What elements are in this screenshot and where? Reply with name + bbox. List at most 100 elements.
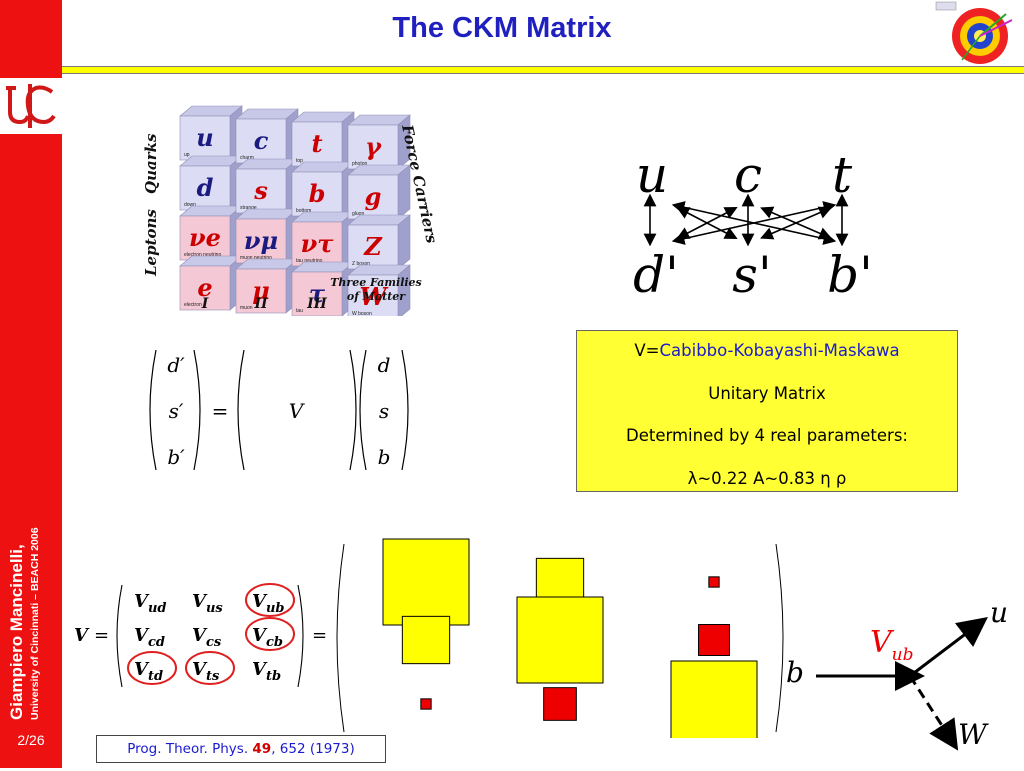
ref-journal: Prog. Theor. Phys.	[127, 741, 253, 757]
particle-name: bottom	[296, 208, 311, 214]
mixing-bottom-b: b'	[827, 246, 873, 304]
ckm-element-label: Vcs	[192, 625, 222, 650]
quarks-label: Quarks	[142, 133, 160, 194]
particle-name: muon neutrino	[240, 255, 272, 261]
info-line-definition: V=Cabibbo-Kobayashi-Maskawa	[577, 340, 957, 361]
particle-symbol: μ	[252, 276, 270, 305]
rhs-b: b	[378, 445, 391, 469]
lhs-b-prime: b′	[167, 445, 185, 469]
ckm-element: Vts	[185, 651, 235, 685]
mixing-bottom-d: d'	[633, 246, 679, 304]
author-name: Giampiero Mancinelli,	[7, 544, 26, 720]
particle-symbol: t	[311, 129, 322, 158]
families-label-2: of Matter	[347, 290, 406, 303]
particle-symbol: e	[197, 273, 212, 302]
matrix-v: V	[289, 399, 306, 423]
rhs-d: d	[378, 353, 391, 377]
highlight-circle	[245, 617, 295, 651]
magnitude-box	[516, 596, 604, 684]
particle-name: top	[296, 158, 303, 164]
particle-cell: ZZ boson	[347, 214, 411, 270]
particle-name: down	[184, 202, 196, 208]
info-line-values: λ~0.22 A~0.83 η ρ	[687, 468, 847, 488]
lhs-d-prime: d′	[167, 353, 185, 377]
particle-name: photon	[352, 161, 368, 167]
mixing-bottom-s: s'	[732, 246, 771, 304]
slide-number: 2/26	[17, 732, 45, 748]
particle-symbol: u	[196, 123, 213, 152]
particle-cell: t top	[291, 111, 355, 167]
ckm-element: Vud	[134, 591, 167, 616]
particle-cell: uup	[179, 105, 243, 161]
decay-coupling: Vub	[870, 625, 914, 665]
ref-pages-year: , 652 (1973)	[271, 741, 355, 757]
magnitude-box	[420, 698, 432, 710]
particle-symbol: d	[197, 173, 214, 202]
ckm-element-label: Vtd	[134, 659, 163, 684]
particle-symbol: τ	[309, 279, 326, 308]
info-ckm-name: Cabibbo-Kobayashi-Maskawa	[659, 341, 900, 360]
ckm-element: Vcb	[245, 617, 295, 651]
ckm-element: Vcs	[192, 625, 222, 650]
particle-symbol: s	[253, 176, 268, 205]
ckm-element-label: Vcd	[134, 625, 165, 650]
matrix-equation: d′ s′ b′ = V d s b	[140, 340, 420, 480]
magnitude-matrix	[328, 538, 798, 748]
particle-symbol: c	[254, 126, 269, 155]
magnitude-box	[382, 538, 470, 626]
vmatrix-eq-1: =	[94, 625, 109, 646]
slide-title: The CKM Matrix	[392, 12, 612, 44]
magnitude-box	[698, 624, 730, 656]
particle-name: tau	[296, 308, 303, 314]
quark-mixing-diagram: u c t d' s' b'	[620, 140, 900, 310]
particle-name: muon	[240, 305, 253, 311]
detector-logo	[932, 0, 1024, 66]
ckm-element-label: Vcb	[252, 625, 283, 650]
title-rule	[62, 66, 1024, 74]
mixing-top-u: u	[636, 146, 668, 204]
family-label: III	[306, 296, 327, 312]
info-line-unitary: Unitary Matrix	[708, 383, 826, 403]
particle-name: tau neutrino	[296, 258, 323, 264]
particle-name: Z boson	[352, 261, 370, 267]
particle-name: strange	[240, 205, 257, 211]
particle-name: W boson	[352, 311, 372, 316]
decay-diagram: b u W Vub	[780, 596, 1024, 766]
ckm-element: Vcd	[134, 625, 165, 650]
particle-name: up	[184, 152, 190, 158]
particle-symbol: Z	[363, 232, 383, 261]
info-line-parameters: Determined by 4 real parameters:	[626, 426, 908, 445]
leptons-label: Leptons	[142, 209, 160, 277]
decay-boson-w: W	[958, 718, 989, 751]
decay-quark-b: b	[786, 656, 804, 689]
highlight-circle	[127, 651, 177, 685]
ckm-element-label: Vts	[192, 659, 220, 684]
decay-quark-u: u	[990, 596, 1008, 629]
magnitude-box	[708, 576, 720, 588]
ckm-info-box: V=Cabibbo-Kobayashi-Maskawa Unitary Matr…	[576, 330, 958, 492]
magnitude-box	[670, 660, 758, 748]
mixing-top-t: t	[832, 146, 853, 204]
particle-symbol: b	[309, 179, 326, 208]
particle-symbol: g	[365, 182, 382, 211]
magnitude-box	[401, 615, 451, 665]
magnitude-box	[543, 687, 577, 721]
author-affiliation: University of Cincinnati – BEACH 2006	[29, 527, 41, 720]
mixing-top-c: c	[734, 146, 762, 204]
lhs-s-prime: s′	[169, 399, 184, 423]
family-label: I	[201, 296, 209, 312]
particle-name: gluon	[352, 211, 364, 217]
vmatrix-eq-2: =	[312, 625, 327, 646]
info-v-prefix: V=	[634, 341, 660, 360]
vmatrix-lhs: V	[74, 625, 90, 646]
